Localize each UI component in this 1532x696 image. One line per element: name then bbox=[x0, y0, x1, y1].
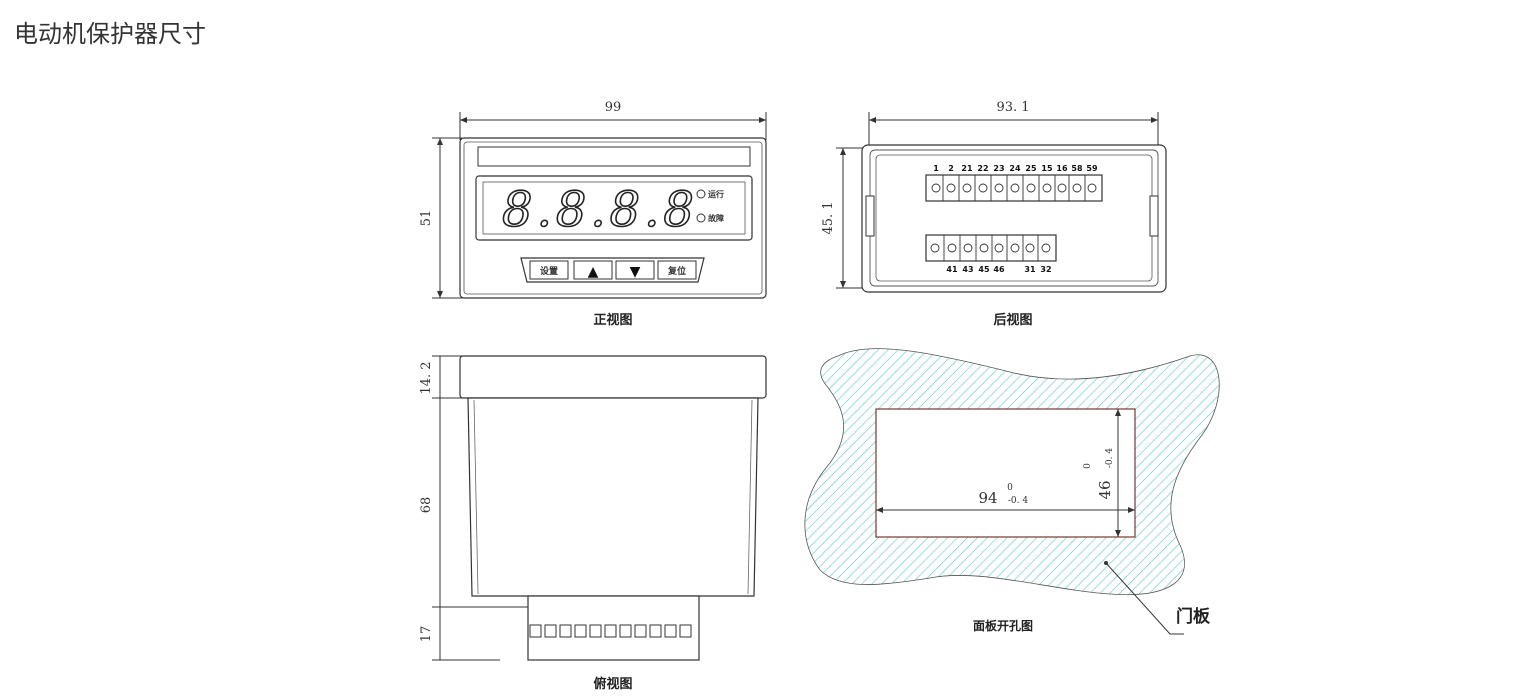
terminal-label: 24 bbox=[1009, 164, 1021, 173]
cutout-height-tol-lower: -0. 4 bbox=[1105, 448, 1115, 468]
top-dim-bezel: 14. 2 bbox=[419, 361, 434, 394]
terminal-label: 43 bbox=[962, 265, 973, 274]
cutout-width-dim: 94 bbox=[978, 489, 997, 507]
top-dim-connector: 17 bbox=[419, 626, 434, 643]
cutout-height-tol-upper: 0 bbox=[1083, 463, 1093, 469]
page-title: 电动机保护器尺寸 bbox=[14, 20, 206, 48]
terminal-label: 46 bbox=[993, 265, 1005, 274]
terminal-label: 31 bbox=[1024, 265, 1036, 274]
front-width-dim: 99 bbox=[605, 100, 622, 115]
front-view: 99 51 8.8.8.8 运行 故障 设置 ▲ ▼ 复位 正视图 bbox=[419, 100, 767, 328]
btn-setup-label: 设置 bbox=[540, 265, 558, 277]
back-view: 93. 1 45. 1 1 2 21 22 bbox=[821, 100, 1167, 328]
terminal-label: 16 bbox=[1056, 164, 1068, 173]
terminal-label: 58 bbox=[1071, 164, 1083, 173]
front-height-dim: 51 bbox=[419, 210, 434, 227]
cutout-width-tol-lower: -0. 4 bbox=[1008, 496, 1028, 506]
btn-down-label: ▼ bbox=[630, 264, 641, 280]
top-view: 14. 2 68 17 俯视图 bbox=[419, 355, 767, 692]
cutout-view-caption: 面板开孔图 bbox=[973, 618, 1033, 633]
back-height-dim: 45. 1 bbox=[821, 201, 836, 234]
terminal-label: 45 bbox=[978, 265, 990, 274]
terminal-label: 23 bbox=[993, 164, 1004, 173]
terminal-label: 21 bbox=[961, 164, 973, 173]
back-view-caption: 后视图 bbox=[993, 312, 1032, 328]
back-width-dim: 93. 1 bbox=[996, 100, 1029, 115]
door-panel-label: 门板 bbox=[1176, 606, 1211, 627]
terminal-label: 2 bbox=[948, 164, 954, 173]
cutout-view: 94 0 -0. 4 46 0 -0. 4 门板 面板开孔图 bbox=[804, 348, 1220, 635]
display-digits: 8.8.8.8 bbox=[502, 182, 698, 238]
cutout-height-dim: 46 bbox=[1096, 480, 1114, 499]
terminal-label: 25 bbox=[1025, 164, 1037, 173]
cutout-width-tol-upper: 0 bbox=[1007, 483, 1013, 493]
terminal-label: 22 bbox=[977, 164, 988, 173]
indicator-fault-label: 故障 bbox=[708, 213, 724, 223]
top-dim-body: 68 bbox=[419, 497, 434, 514]
front-view-caption: 正视图 bbox=[593, 312, 632, 328]
terminal-label: 32 bbox=[1040, 265, 1051, 274]
terminal-label: 1 bbox=[933, 164, 939, 173]
btn-reset-label: 复位 bbox=[667, 265, 686, 277]
top-view-caption: 俯视图 bbox=[593, 676, 632, 692]
terminal-label: 41 bbox=[946, 265, 958, 274]
btn-up-label: ▲ bbox=[588, 264, 599, 280]
terminal-label: 15 bbox=[1041, 164, 1053, 173]
terminal-label: 59 bbox=[1086, 164, 1098, 173]
indicator-run-label: 运行 bbox=[708, 189, 724, 199]
